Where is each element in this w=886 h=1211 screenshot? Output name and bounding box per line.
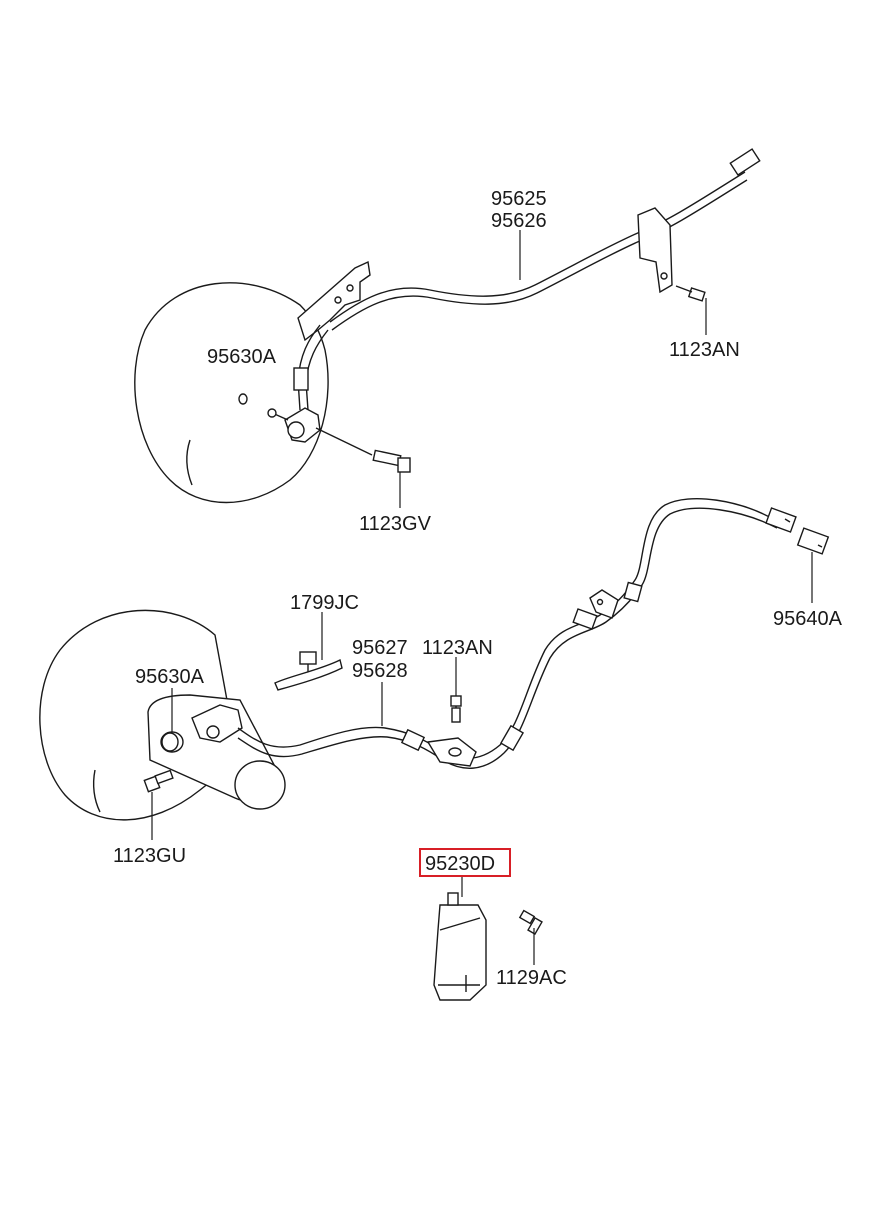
rear-wheel-speed-sensor [191,704,243,743]
module-bolt [518,909,543,965]
rear-bracket-bolt [450,695,462,723]
label-module-bolt[interactable]: 1129AC [496,967,567,989]
rear-axle-hub [147,694,286,810]
rear-sensor-bolt [143,769,174,793]
front-o-ring [238,393,248,405]
rear-chassis-bracket [589,589,619,619]
front-sensor-cable-95625[interactable] [293,148,761,411]
rear-o-ring [161,732,179,752]
front-wheel-hub [134,282,329,504]
label-lower-bolt-bracket[interactable]: 1123AN [422,637,493,659]
label-upper-ring[interactable]: 95630A [207,346,277,368]
highlight-box [419,848,511,877]
label-lower-cable-a[interactable]: 95627 [352,637,408,659]
label-connector[interactable]: 95640A [773,608,843,630]
rear-cable-clip [274,651,343,691]
label-clip[interactable]: 1799JC [290,592,359,614]
front-cable-bracket [637,207,673,294]
label-lower-cable-b[interactable]: 95628 [352,660,408,682]
label-upper-cable-a[interactable]: 95625 [491,188,547,210]
label-upper-bolt-bracket[interactable]: 1123AN [669,339,740,361]
front-bracket-bolt [675,285,706,302]
label-upper-bolt-sensor[interactable]: 1123GV [359,513,432,535]
label-upper-cable-b[interactable]: 95626 [491,210,547,232]
rear-sensor-cable-95627[interactable] [237,498,830,769]
label-lower-ring[interactable]: 95630A [135,666,205,688]
rear-cable-bracket [426,737,477,767]
front-sensor-bolt [315,427,411,473]
label-module[interactable]: 95230D [425,853,495,875]
abs-control-module [433,892,487,1001]
label-lower-bolt-sensor[interactable]: 1123GU [113,845,186,867]
front-wheel-speed-sensor [267,407,321,443]
